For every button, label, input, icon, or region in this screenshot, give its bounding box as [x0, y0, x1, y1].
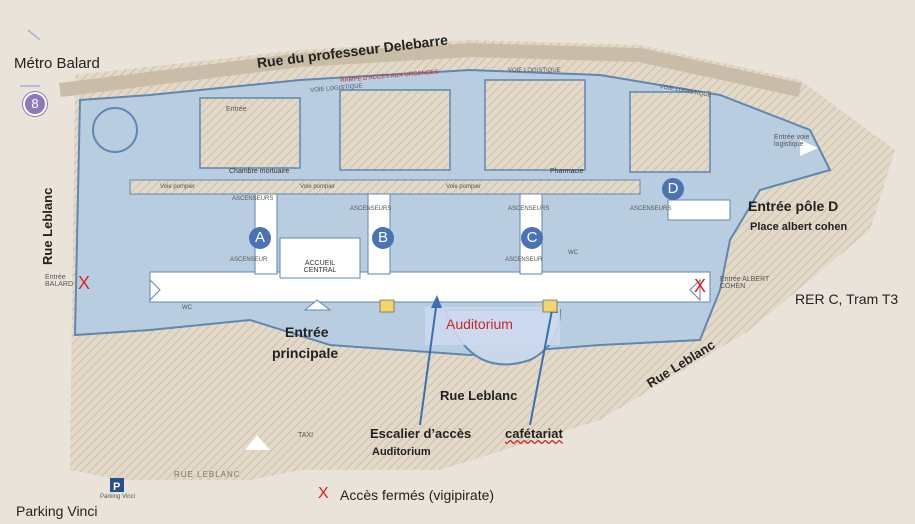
pole-a-letter: A	[254, 229, 265, 246]
auditorium-label: Auditorium	[446, 316, 513, 332]
parking-label: Parking Vinci	[16, 503, 98, 519]
svg-text:P: P	[113, 481, 120, 493]
street-left-label: Rue Leblanc	[40, 187, 55, 265]
ascenseur-a2-label: ASCENSEUR	[230, 257, 268, 263]
entree-principale-line1: Entrée	[285, 324, 329, 340]
rer-label: RER C, Tram T3	[795, 291, 899, 307]
voie-pompier-2: Voie pompier	[300, 184, 336, 190]
entrance-principale-marker	[303, 299, 332, 311]
ascenseurs-d-label: ASCENSEURS	[630, 206, 672, 212]
auditorium-zone	[425, 307, 560, 345]
legend-x-icon: X	[318, 485, 329, 502]
escalier-icon	[379, 299, 395, 313]
wc-label-1: WC	[182, 305, 192, 311]
metro-line-badge-icon: 8	[23, 92, 47, 116]
entree-logistique-label: Entrée voie logistique	[774, 134, 810, 148]
ascenseurs-c-label: ASCENSEURS	[508, 206, 550, 212]
place-cohen-label: Place albert cohen	[750, 221, 848, 233]
legend-text: Accès fermés (vigipirate)	[340, 487, 494, 503]
entrance-bottom-marker	[245, 435, 270, 450]
pole-c-letter: C	[526, 229, 538, 246]
main-corridor	[149, 271, 711, 303]
entree-urgences-label: Entrée	[226, 106, 247, 113]
building-round-corner	[92, 107, 138, 153]
metro-label: Métro Balard	[14, 55, 100, 72]
arrow-cafetariat	[529, 304, 554, 426]
entrance-cohen-marker	[689, 278, 701, 302]
closed-access-balard-icon: X	[78, 273, 91, 293]
pole-d-letter: D	[667, 180, 679, 197]
parking-plan-label: Parking Vinci	[100, 494, 135, 500]
courtyard-3	[484, 79, 586, 171]
metro-line-number: 8	[31, 96, 39, 111]
cafetariat-label: cafétariat	[505, 426, 563, 441]
escalier-line2: Auditorium	[372, 446, 431, 458]
accueil-room	[279, 237, 361, 279]
voie-pompier-3: Voie pompier	[446, 184, 482, 190]
ascenseur-c2-label: ASCENSEUR	[505, 257, 543, 263]
voie-pompier	[129, 179, 641, 195]
courtyard-2	[339, 89, 451, 171]
ascenseurs-a-label: ASCENSEURS	[232, 196, 274, 202]
accueil-label: ACCUEIL CENTRAL	[303, 260, 337, 274]
courtyard-1	[199, 97, 301, 169]
voie-pompier-1: Voie pompier	[160, 184, 196, 190]
escalier-line1: Escalier d’accès	[370, 426, 472, 441]
entree-balard-label: Entrée BALARD	[45, 274, 74, 288]
entree-pole-d-label: Entrée pôle D	[748, 198, 839, 214]
pole-b-letter: B	[377, 229, 388, 246]
arrow-escalier-head	[431, 295, 442, 308]
arrow-north	[27, 29, 41, 41]
parking-icon	[110, 478, 124, 492]
entrance-logistique-marker	[800, 140, 818, 156]
street-top	[59, 42, 802, 97]
taxi-label: TAXI	[298, 432, 314, 439]
street-bottom-plan-label: RUE LEBLANC	[174, 470, 241, 479]
courtyard-4	[629, 91, 711, 173]
voie-log-2: VOIE LOGISTIQUE	[508, 68, 561, 74]
wc-label-2: WC	[568, 250, 578, 256]
pharmacie-label: Pharmacie	[550, 168, 584, 175]
pole-a-badge: A	[249, 227, 271, 249]
cafeteria-icon	[542, 299, 558, 313]
connector-d	[667, 199, 731, 221]
closed-access-cohen-icon: X	[694, 276, 707, 296]
arrow-escalier	[419, 299, 438, 426]
ascenseurs-b-label: ASCENSEURS	[350, 206, 392, 212]
chambre-label: Chambre mortuaire	[229, 168, 290, 175]
pole-b-badge: B	[372, 227, 394, 249]
entrance-balard-marker	[149, 278, 161, 302]
pole-c-badge: C	[521, 227, 543, 249]
legend-text-value: Accès fermés (vigipirate)	[340, 487, 495, 503]
street-bottom-label: Rue Leblanc	[440, 388, 518, 403]
entree-cohen-label: Entrée ALBERT COHEN	[720, 276, 770, 290]
entree-principale-line2: principale	[272, 345, 339, 361]
pole-d-badge: D	[662, 178, 684, 200]
